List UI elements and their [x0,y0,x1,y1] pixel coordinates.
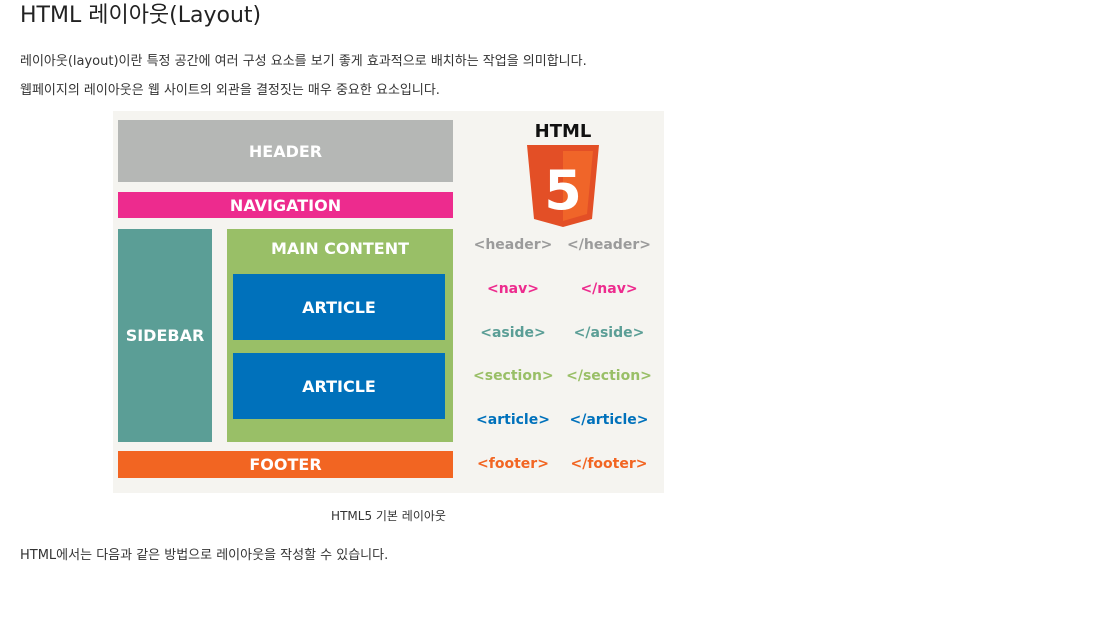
html5-logo-icon: HTML 5 [527,121,599,227]
tag-aside-close: </aside> [573,325,645,341]
html5-logo-text: HTML [535,121,592,142]
tag-nav-close: </nav> [580,281,638,297]
tag-footer-open: <footer> [477,456,549,472]
figure-caption: HTML5 기본 레이아웃 [331,509,446,523]
tag-article-close: </article> [569,412,649,428]
html5-logo-number: 5 [544,159,582,222]
html5-layout-figure: HEADER NAVIGATION SIDEBAR MAIN CONTENT A… [113,111,664,493]
article-block-2: ARTICLE [233,353,445,419]
footer-block: FOOTER [118,451,453,478]
tag-header-close: </header> [567,237,651,253]
tag-section-close: </section> [566,368,652,384]
navigation-block: NAVIGATION [118,192,453,218]
article-block-1: ARTICLE [233,274,445,340]
header-block: HEADER [118,120,453,182]
tag-footer-close: </footer> [570,456,648,472]
sidebar-block: SIDEBAR [118,229,212,442]
page-title: HTML 레이아웃(Layout) [20,3,262,28]
tag-nav-open: <nav> [486,281,539,297]
tag-aside-open: <aside> [480,325,546,341]
intro-paragraph-2: 웹페이지의 레이아웃은 웹 사이트의 외관을 결정짓는 매우 중요한 요소입니다… [20,83,440,98]
intro-paragraph-1: 레이아웃(layout)이란 특정 공간에 여러 구성 요소를 보기 좋게 효과… [20,54,587,69]
tag-section-open: <section> [473,368,554,384]
tag-header-open: <header> [473,237,553,253]
closing-paragraph: HTML에서는 다음과 같은 방법으로 레이아웃을 작성할 수 있습니다. [20,548,389,563]
tag-article-open: <article> [476,412,550,428]
